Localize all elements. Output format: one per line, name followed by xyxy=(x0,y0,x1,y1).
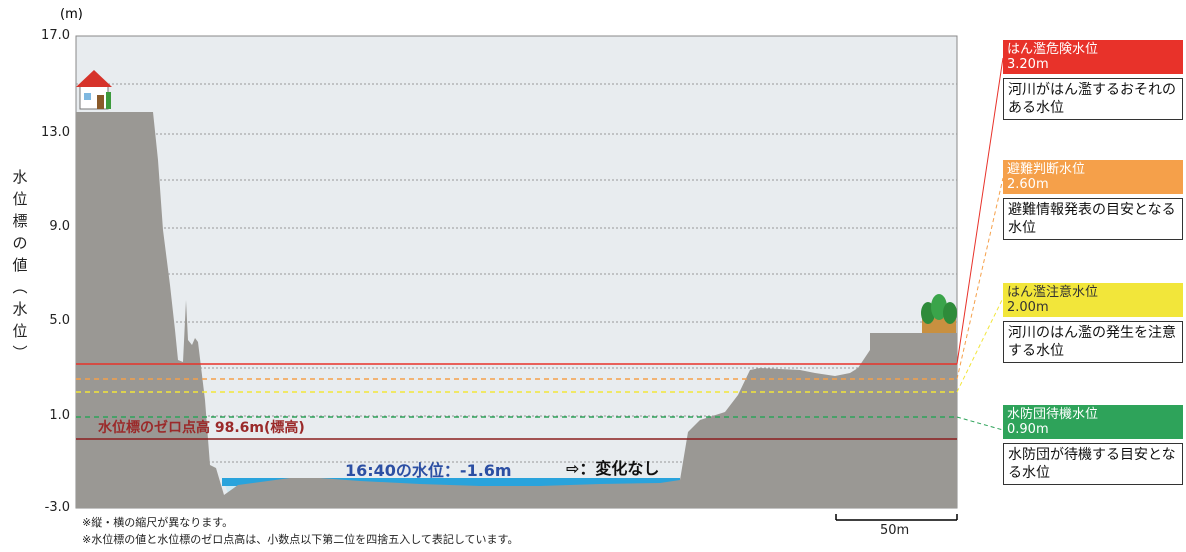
evacuation-level-desc: 避難情報発表の目安となる水位 xyxy=(1003,198,1183,240)
axis-unit: (m) xyxy=(60,7,83,22)
note-scale: ※縦・横の縮尺が異なります。 xyxy=(82,516,234,529)
danger-connector xyxy=(956,57,1004,365)
tick-13: 13.0 xyxy=(41,125,70,140)
trees-icon xyxy=(921,294,957,333)
tick-minus3: -3.0 xyxy=(44,500,70,515)
caution-level-title-box: はん濫注意水位 2.00m xyxy=(1003,283,1183,317)
scale-bar xyxy=(835,514,958,521)
scale-label: 50m xyxy=(880,523,910,538)
evacuation-level-title-box: 避難判断水位 2.60m xyxy=(1003,160,1183,194)
tick-5: 5.0 xyxy=(49,313,70,328)
terrain-cross-section xyxy=(76,112,957,508)
danger-level-desc: 河川がはん濫するおそれのある水位 xyxy=(1003,78,1183,120)
danger-level-title-box: はん濫危険水位 3.20m xyxy=(1003,40,1183,74)
change-label: ⇨：変化なし xyxy=(566,459,660,478)
zero-point-label: 水位標のゼロ点高 98.6m(標高) xyxy=(98,420,305,436)
current-level-label: 16:40の水位：-1.6m xyxy=(345,461,512,480)
tick-17: 17.0 xyxy=(41,28,70,43)
caution-level-desc: 河川のはん濫の発生を注意する水位 xyxy=(1003,321,1183,363)
standby-level-desc: 水防団が待機する目安となる水位 xyxy=(1003,443,1183,485)
standby-connector xyxy=(956,416,1004,431)
tick-9: 9.0 xyxy=(49,219,70,234)
gridlines xyxy=(76,83,957,463)
caution-connector xyxy=(956,297,1004,393)
tick-1: 1.0 xyxy=(49,408,70,423)
y-axis-label: 水 位 標 の 値 ︵ 水 位 ︶ xyxy=(12,168,28,362)
note-rounding: ※水位標の値と水位標のゼロ点高は、小数点以下第二位を四捨五入して表記しています。 xyxy=(82,533,519,546)
house-icon xyxy=(76,70,112,110)
evacuation-connector xyxy=(956,177,1004,380)
standby-level-title-box: 水防団待機水位 0.90m xyxy=(1003,405,1183,439)
current-water-surface xyxy=(222,478,680,486)
